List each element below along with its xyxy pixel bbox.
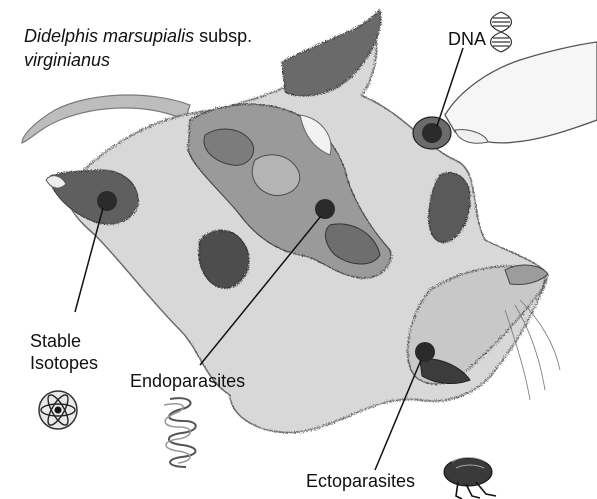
species-title: Didelphis marsupialis subsp. virginianus xyxy=(24,24,252,72)
taxon-rank: subsp. xyxy=(199,26,252,46)
atom-icon xyxy=(39,391,77,429)
label-stable-isotopes-line2: Isotopes xyxy=(30,353,98,373)
gloved-hand xyxy=(445,42,597,143)
subspecies-name: virginianus xyxy=(24,50,110,70)
label-endoparasites: Endoparasites xyxy=(130,370,245,392)
label-ectoparasites: Ectoparasites xyxy=(306,470,415,492)
dna-helix-icon xyxy=(491,12,512,52)
flea-icon xyxy=(444,458,496,499)
intestine-icon xyxy=(164,398,196,467)
marker-dna xyxy=(422,123,442,143)
label-stable-isotopes: Stable Isotopes xyxy=(30,330,98,374)
marker-endoparasites xyxy=(315,199,335,219)
label-dna: DNA xyxy=(448,28,486,50)
label-stable-isotopes-line1: Stable xyxy=(30,331,81,351)
marker-ectoparasites xyxy=(415,342,435,362)
marker-stable-isotopes xyxy=(97,191,117,211)
species-name: Didelphis marsupialis xyxy=(24,26,194,46)
